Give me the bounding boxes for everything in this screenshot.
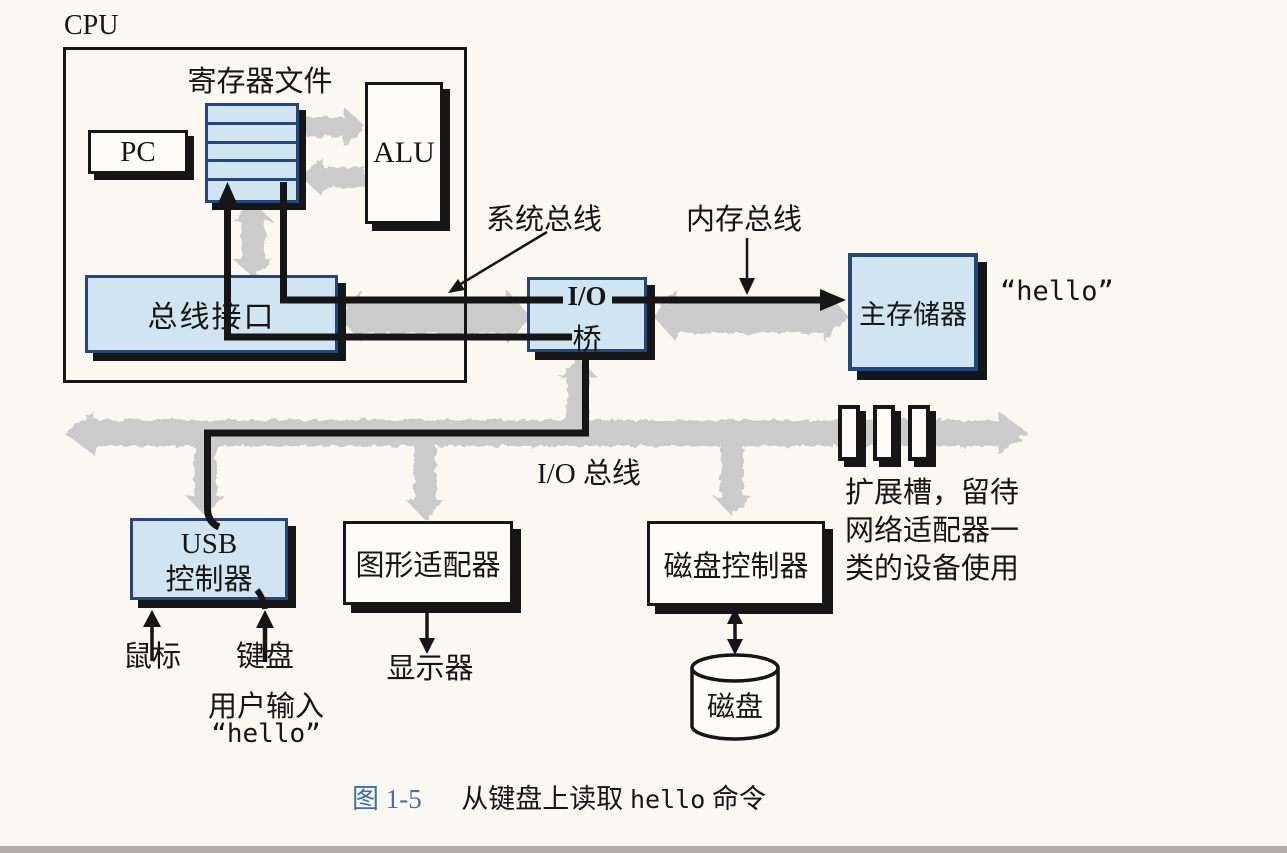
alu-box: ALU [365,82,443,224]
disk-arrowhead-down [727,639,743,655]
io-bus-label: I/O 总线 [537,458,641,490]
bus-interface-label: 总线接口 [147,301,276,334]
keyboard-label: 键盘 [235,641,294,673]
iobus-usb-arrow [186,446,224,516]
expansion-slot [873,405,895,461]
expansion-note-line1: 扩展槽，留待 [845,477,1020,509]
usb-controller-label-line2: 控制器 [165,564,253,596]
iobus-diskctrl-arrow [713,446,751,516]
disk-arrowhead-up [727,608,743,624]
display-label: 显示器 [386,653,474,685]
cpu-label: CPU [64,10,119,41]
expansion-note: 扩展槽，留待 网络适配器一 类的设备使用 [845,474,1019,588]
iobus-graphics-arrow [406,446,444,520]
disk-label: 磁盘 [706,692,763,723]
disk-controller-box: 磁盘控制器 [647,521,825,606]
register-file-label: 寄存器文件 [187,66,333,98]
user-input-label-line1: 用户输入 [207,691,324,723]
expansion-note-line2: 网络适配器一 [845,515,1020,547]
register-file-row [208,106,296,125]
mouse-arrowhead [143,610,161,627]
scan-edge-strip [0,846,1287,853]
main-memory-box: 主存储器 [848,253,978,371]
hello-in-memory-label: “hello” [1000,276,1114,307]
register-file-row [208,181,296,200]
usb-controller-label-line1: USB [180,528,238,560]
mouse-label: 鼠标 [122,641,181,673]
register-file-row [208,125,296,144]
io-bridge-label-line2: 桥 [572,324,602,356]
register-file-box [205,103,299,203]
memory-bus-label: 内存总线 [686,204,803,236]
system-bus-label: 系统总线 [486,204,603,236]
figure-caption-after: 命令 [712,784,767,814]
figure-caption-code: hello [630,785,706,814]
memory-bus-pointer-head [739,278,755,295]
disk-controller-label: 磁盘控制器 [663,550,809,583]
usb-controller-box: USB 控制器 [130,518,288,600]
graphics-adapter-label: 图形适配器 [355,550,501,582]
expansion-note-line3: 类的设备使用 [845,553,1020,585]
register-file-row [208,162,296,182]
pc-label: PC [120,135,156,168]
figure-caption-number: 图 1-5 [352,784,422,814]
figure-caption-before: 从键盘上读取 [461,784,624,814]
register-file-row [208,144,296,163]
memory-bus-arrow [653,289,848,343]
graphics-adapter-box: 图形适配器 [343,521,513,605]
user-input-label-line2: “hello” [211,719,321,749]
alu-label: ALU [373,136,435,169]
io-bridge-label-line1: I/O [567,281,607,311]
main-memory-label: 主存储器 [859,299,967,330]
keyboard-arrowhead [256,610,274,628]
disk-cylinder-top [690,653,780,683]
expansion-slot [908,405,930,461]
pc-box: PC [88,130,188,174]
figure-caption: 图 1-5 从键盘上读取 hello 命令 [352,777,766,816]
bus-interface-box: 总线接口 [85,275,338,353]
bridge-iobus-arrow [559,357,597,433]
memory-arrowhead [820,289,846,311]
expansion-slot [838,405,860,461]
